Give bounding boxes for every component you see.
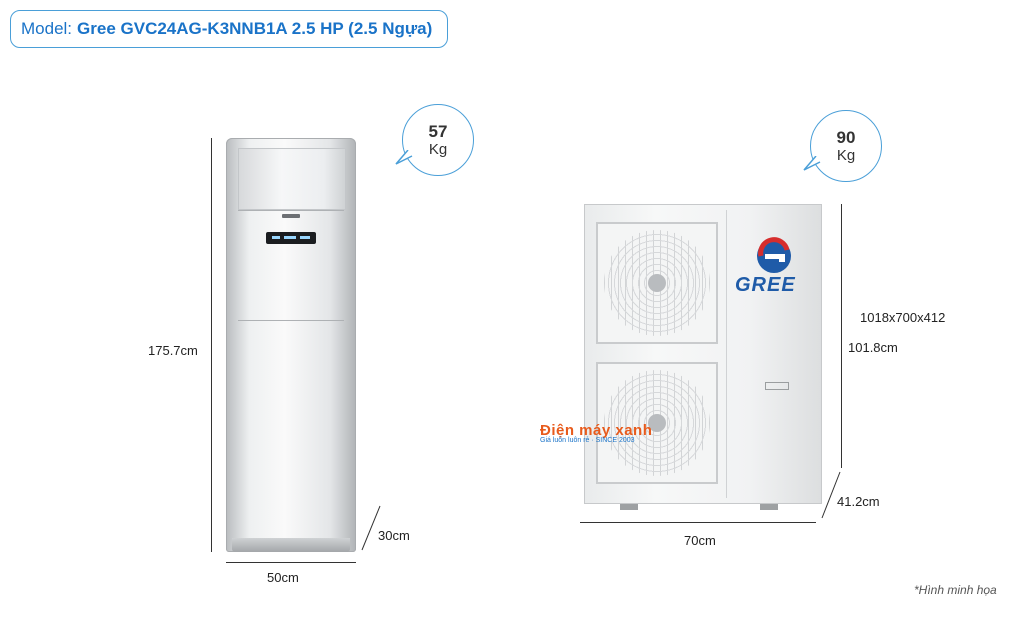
watermark-brand: Điện máy xanh xyxy=(540,422,653,439)
outdoor-weight-value: 90 xyxy=(836,127,856,147)
dienmayxanh-watermark: Điện máy xanh Giá luôn luôn rẻ · SINCE 2… xyxy=(540,422,652,444)
watermark-slogan: Giá luôn luôn rẻ · SINCE 2003 xyxy=(540,437,635,444)
tower-base xyxy=(232,538,350,552)
outdoor-height-line xyxy=(841,204,842,468)
outdoor-width-line xyxy=(580,522,816,523)
tower-seam-mid xyxy=(238,320,344,321)
outdoor-weight-bubble: 90 Kg xyxy=(810,110,882,182)
outdoor-unit-image: GREE xyxy=(584,204,822,510)
outdoor-size-label: 1018x700x412 xyxy=(860,310,946,325)
model-label: Model: xyxy=(21,19,73,38)
indoor-width-label: 50cm xyxy=(267,570,299,585)
outdoor-bubble-tail xyxy=(803,156,821,171)
indoor-unit-image xyxy=(226,138,356,552)
indoor-depth-line xyxy=(361,505,381,551)
outdoor-width-label: 70cm xyxy=(684,533,716,548)
indoor-depth-label: 30cm xyxy=(378,528,410,543)
indoor-weight-unit: Kg xyxy=(428,141,448,159)
gree-brand-text: GREE xyxy=(735,274,796,296)
tower-top-panel xyxy=(238,148,346,210)
model-name: Gree GVC24AG-K3NNB1A 2.5 HP (2.5 Ngựa) xyxy=(77,19,433,38)
indoor-height-line xyxy=(211,138,212,552)
upper-fan-grill xyxy=(596,222,718,344)
indoor-weight-bubble: 57 Kg xyxy=(402,104,474,176)
gree-logo-icon xyxy=(757,237,791,273)
outdoor-weight-unit: Kg xyxy=(836,147,856,165)
outdoor-foot-right xyxy=(760,504,778,510)
indoor-bubble-tail xyxy=(395,150,413,165)
outdoor-handle xyxy=(765,382,789,390)
indoor-height-label: 175.7cm xyxy=(148,343,198,358)
outdoor-depth-line xyxy=(821,471,841,519)
indoor-width-line xyxy=(226,562,356,563)
outdoor-height-label: 101.8cm xyxy=(848,340,898,355)
model-label-box: Model: Gree GVC24AG-K3NNB1A 2.5 HP (2.5 … xyxy=(10,10,448,48)
outdoor-side-panel: GREE xyxy=(726,210,817,498)
tower-badge xyxy=(282,214,300,218)
lower-fan-grill xyxy=(596,362,718,484)
illustration-note: *Hình minh họa xyxy=(914,583,997,597)
outdoor-depth-label: 41.2cm xyxy=(837,494,880,509)
indoor-weight-value: 57 xyxy=(428,121,448,141)
tower-seam xyxy=(238,210,344,211)
tower-display xyxy=(266,232,316,244)
outdoor-foot-left xyxy=(620,504,638,510)
